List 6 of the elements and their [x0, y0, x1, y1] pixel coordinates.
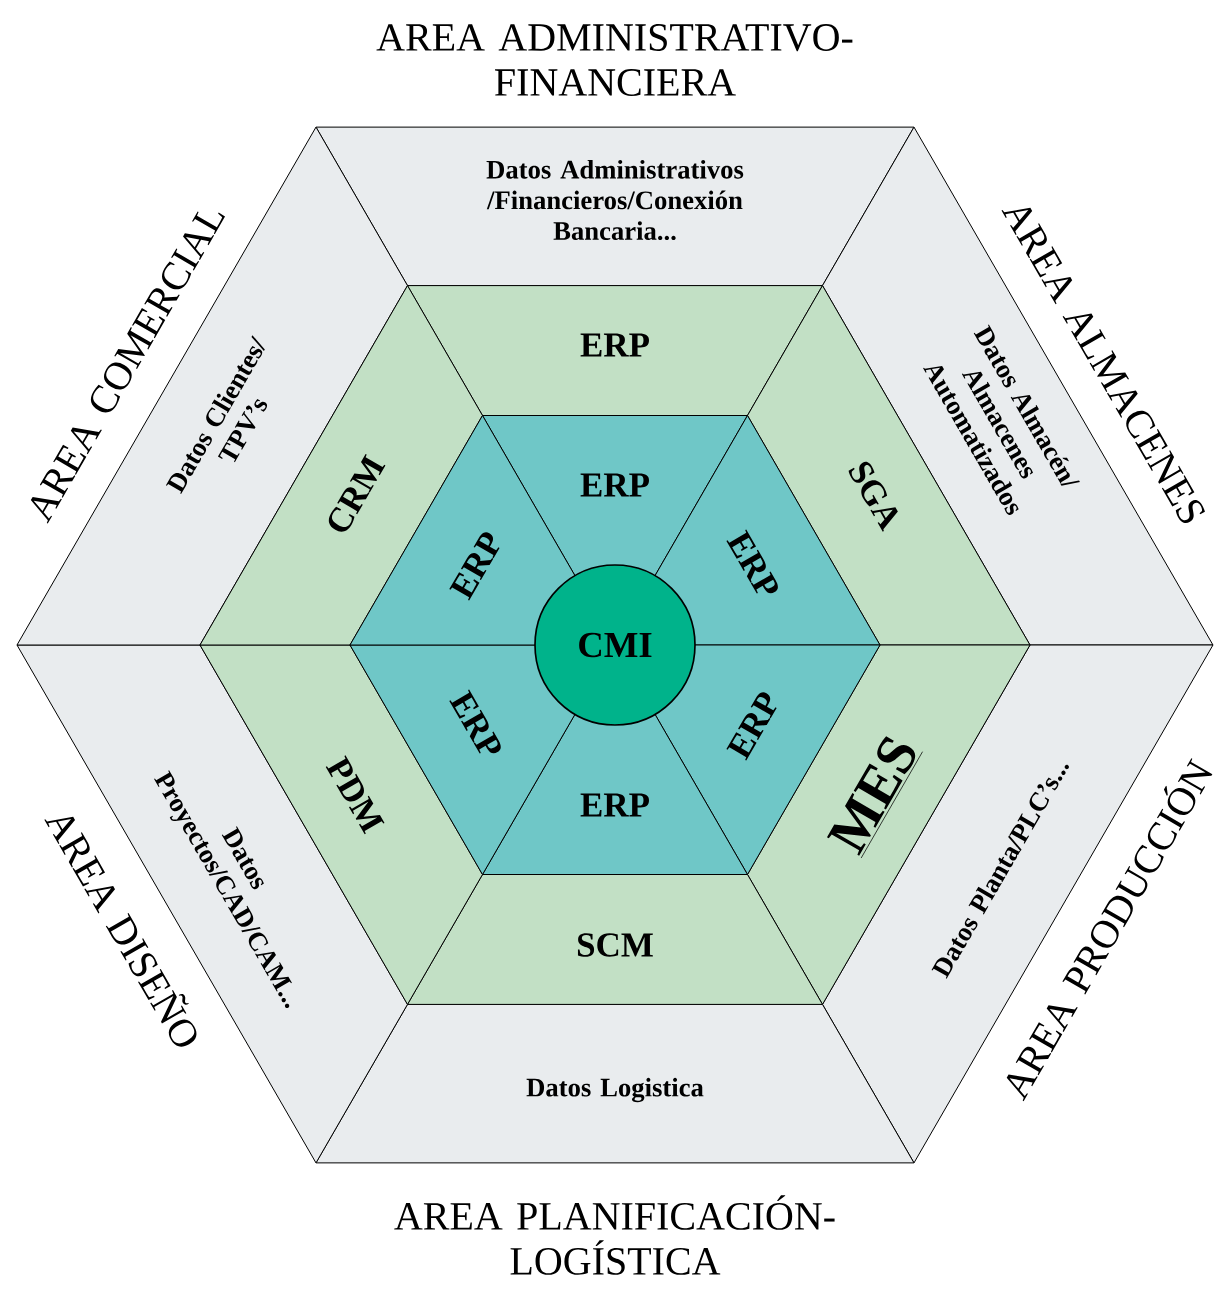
ring-segment: SCM — [407, 874, 823, 1005]
ring-segment: Datos Logistica — [315, 1003, 915, 1164]
area-heading: AREA PLANIFICACIÓN- LOGÍSTICA — [394, 1195, 835, 1275]
area-heading: AREA ADMINISTRATIVO- FINANCIERA — [376, 24, 853, 96]
ring-segment: Datos Administrativos /Financieros/Conexión Bancaria... — [315, 126, 915, 287]
ring-segment: ERP — [407, 285, 823, 416]
